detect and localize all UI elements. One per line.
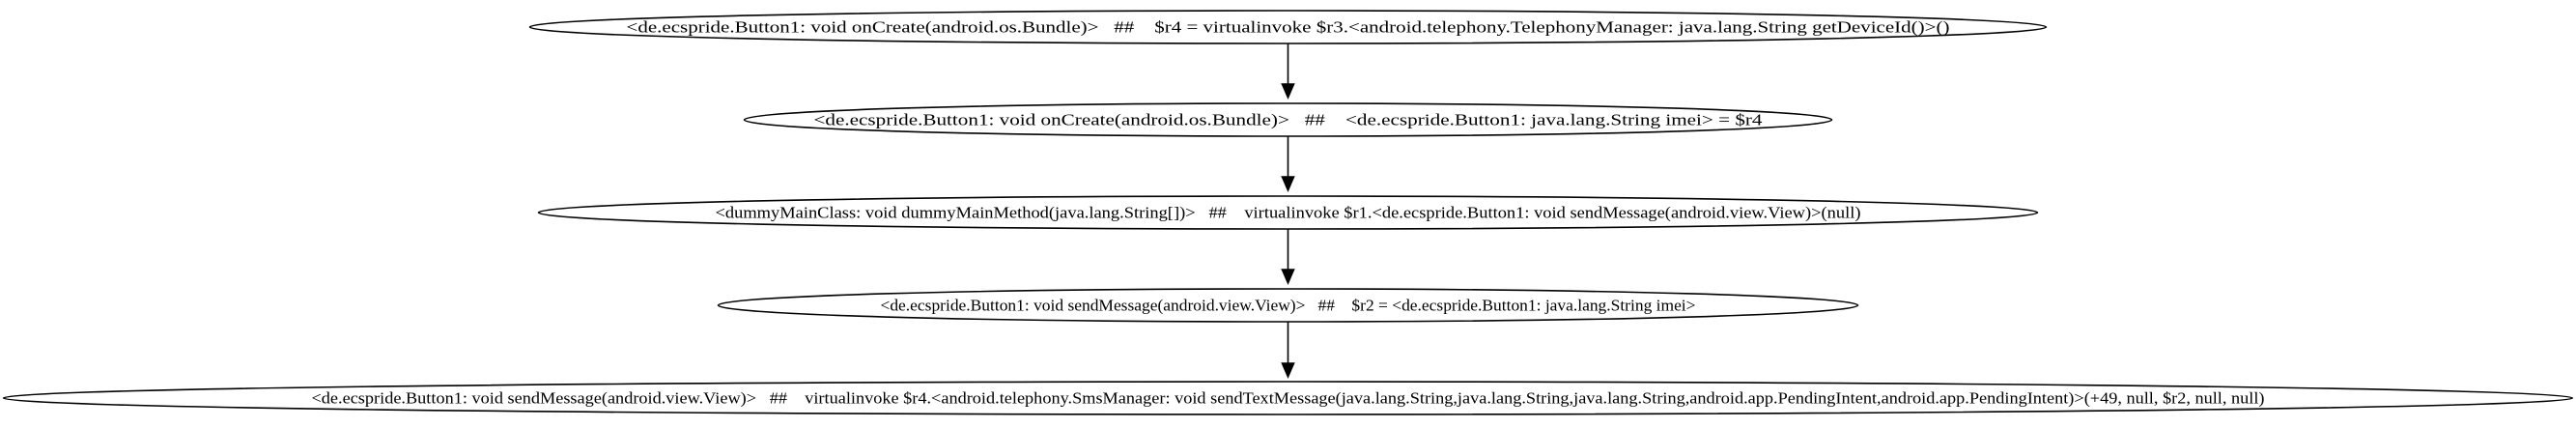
edge-n1-n2 bbox=[1281, 43, 1295, 100]
graph-node[interactable]: <de.ecspride.Button1: void onCreate(andr… bbox=[743, 102, 1833, 137]
node-label: <de.ecspride.Button1: void sendMessage(a… bbox=[881, 297, 1696, 315]
node-label: <de.ecspride.Button1: void onCreate(andr… bbox=[627, 18, 1950, 37]
edge-n4-n5 bbox=[1281, 322, 1295, 380]
node-ellipse bbox=[528, 10, 2048, 44]
node-label: <de.ecspride.Button1: void onCreate(andr… bbox=[814, 111, 1763, 129]
node-ellipse bbox=[717, 288, 1859, 323]
graph-node[interactable]: <de.ecspride.Button1: void sendMessage(a… bbox=[717, 288, 1859, 323]
node-label: <de.ecspride.Button1: void sendMessage(a… bbox=[312, 389, 2265, 408]
edge-n3-n4 bbox=[1281, 229, 1295, 286]
graph-node[interactable]: <dummyMainClass: void dummyMainMethod(ja… bbox=[537, 195, 2039, 230]
arrowhead-icon bbox=[1281, 176, 1295, 193]
node-ellipse bbox=[743, 102, 1833, 137]
arrowhead-icon bbox=[1281, 362, 1295, 380]
node-ellipse bbox=[537, 195, 2039, 230]
graph-node[interactable]: <de.ecspride.Button1: void sendMessage(a… bbox=[2, 381, 2574, 415]
edge-n2-n3 bbox=[1281, 136, 1295, 193]
arrowhead-icon bbox=[1281, 269, 1295, 286]
graph-node[interactable]: <de.ecspride.Button1: void onCreate(andr… bbox=[528, 10, 2048, 44]
node-ellipse bbox=[2, 381, 2574, 415]
node-label: <dummyMainClass: void dummyMainMethod(ja… bbox=[716, 204, 1861, 222]
arrowhead-icon bbox=[1281, 83, 1295, 100]
